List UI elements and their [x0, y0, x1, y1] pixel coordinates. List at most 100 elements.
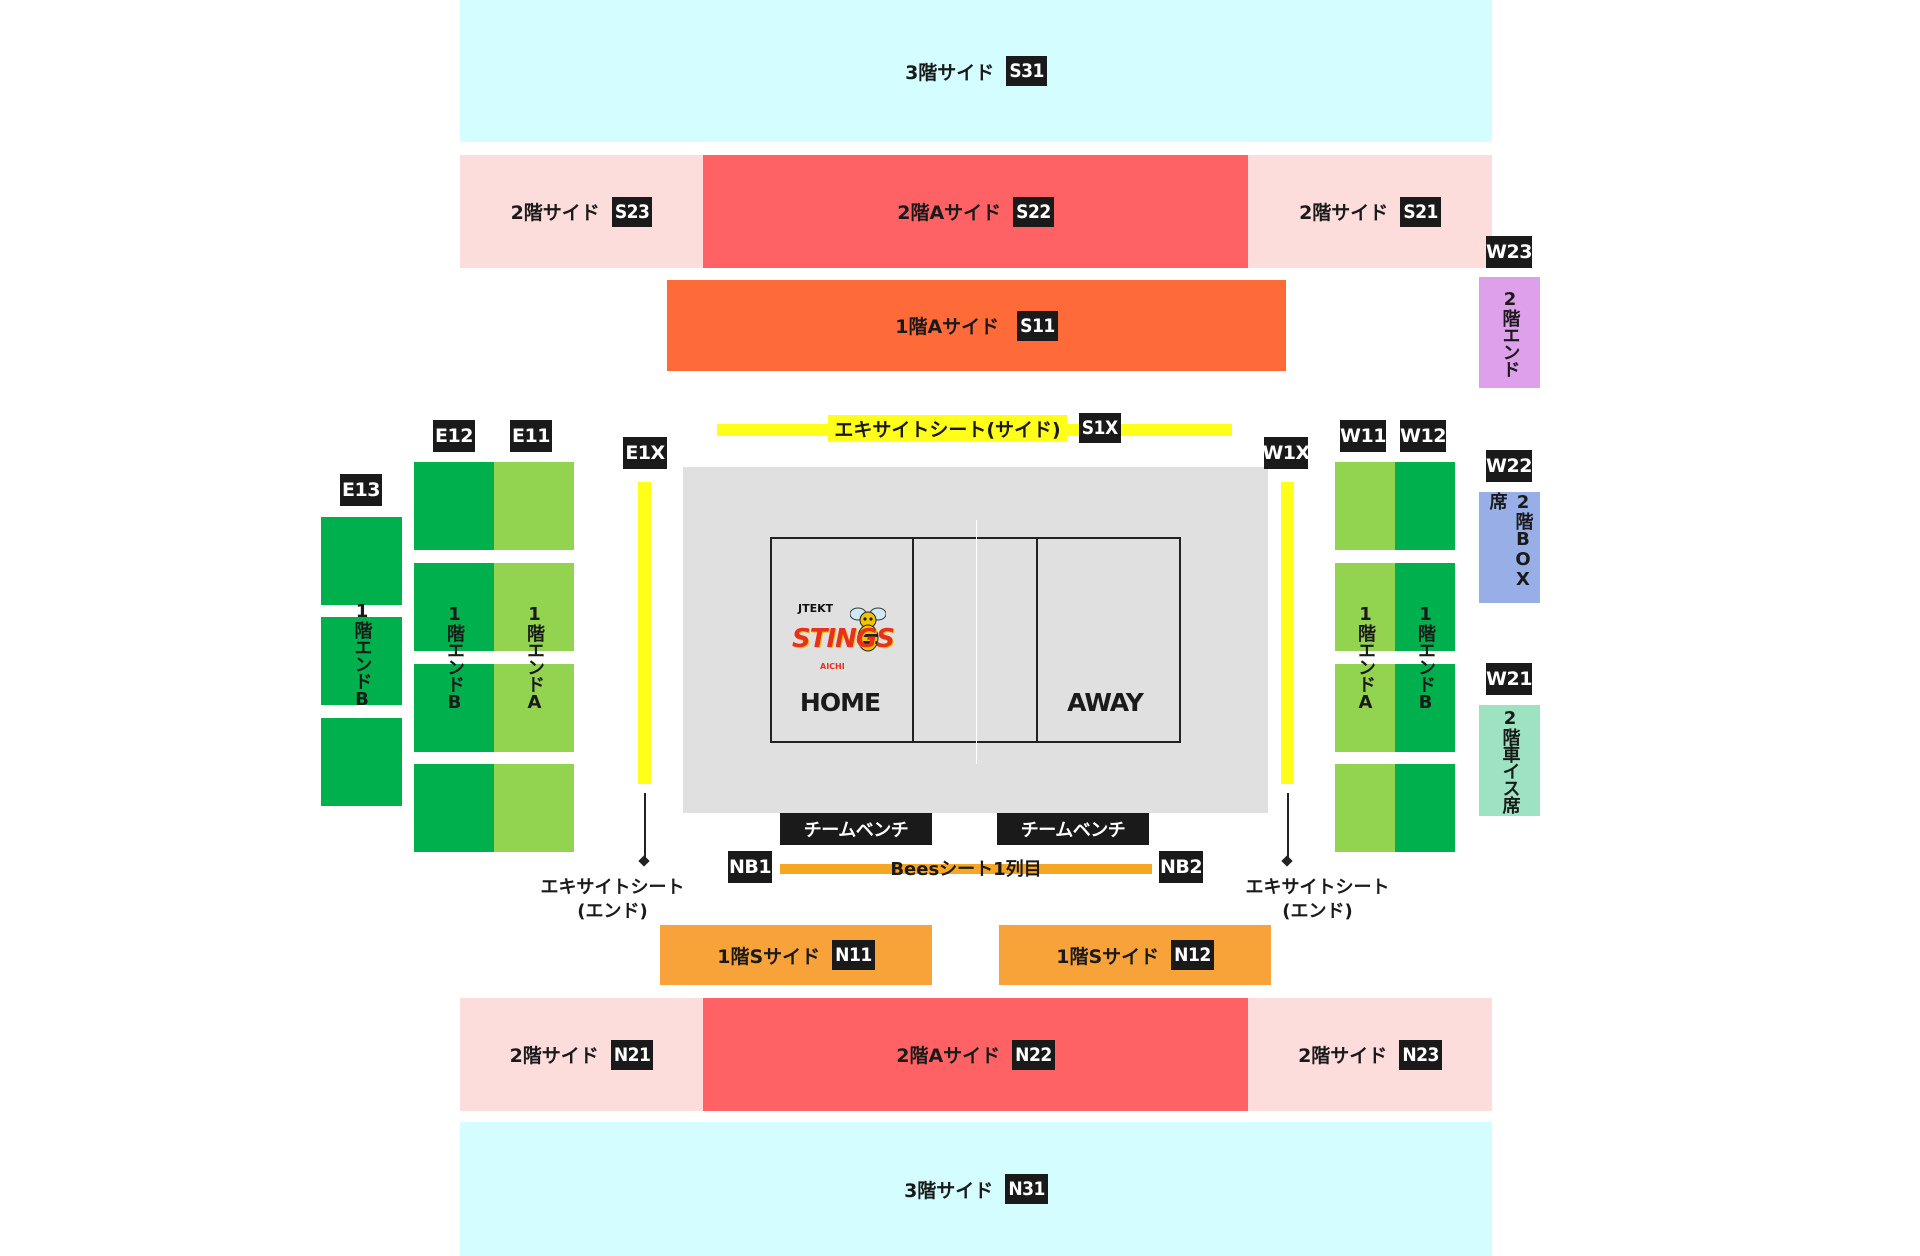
bees-seat-label: Beesシート1列目 [890, 859, 1042, 880]
label-s22: 2階Aサイド S22 [703, 155, 1248, 268]
section-s22[interactable] [703, 155, 1248, 268]
section-e13-block-3[interactable] [321, 718, 402, 806]
logo-sub: AICHI [820, 662, 845, 671]
section-code-badge: N23 [1399, 1039, 1442, 1070]
section-e11-block-4[interactable] [494, 764, 574, 852]
label-n11: 1階Sサイド N11 [660, 925, 932, 985]
section-name: 2階Aサイド [897, 202, 1002, 224]
section-s21[interactable] [1248, 155, 1492, 268]
section-e12-block-2[interactable] [414, 563, 494, 651]
section-w22[interactable] [1479, 492, 1540, 603]
section-name: 1階Aサイド [895, 316, 1000, 338]
section-name: エキサイトシート(サイド) [828, 414, 1067, 442]
pointer-dot-east [638, 855, 650, 867]
excite-end-line-east[interactable] [638, 482, 651, 784]
section-w11-block-4[interactable] [1335, 764, 1395, 852]
excite-end-label-east-line1: エキサイトシート [540, 877, 685, 898]
bees-seat-line[interactable] [780, 864, 1152, 874]
label-e11: 1階エンドA [524, 603, 545, 712]
section-name: 1階Sサイド [717, 945, 821, 968]
court-lines [770, 537, 1181, 743]
team-bench-right: チームベンチ [997, 813, 1149, 845]
section-name: 2階Aサイド [896, 1045, 1001, 1067]
section-code-badge: N12 [1171, 940, 1214, 970]
section-w12-block-3[interactable] [1395, 664, 1455, 752]
section-n21[interactable] [460, 998, 703, 1111]
label-s23: 2階サイド S23 [460, 155, 703, 268]
section-code-badge: S1X [1078, 413, 1121, 443]
section-e11-block-3[interactable] [494, 664, 574, 752]
label-s21: 2階サイド S21 [1248, 155, 1492, 268]
section-code-badge: N11 [832, 940, 875, 970]
label-n22: 2階Aサイド N22 [703, 998, 1248, 1111]
section-n11[interactable] [660, 925, 932, 985]
section-name: 1階Sサイド [1056, 945, 1160, 968]
section-e11-block-2[interactable] [494, 563, 574, 651]
section-w12-block-2[interactable] [1395, 563, 1455, 651]
excite-end-label-west-line2: (エンド) [1282, 901, 1353, 922]
code-w11: W11 [1340, 420, 1386, 452]
bee-icon [849, 604, 887, 654]
code-nb1: NB1 [728, 851, 772, 883]
home-label: HOME [799, 688, 881, 717]
section-n22[interactable] [703, 998, 1248, 1111]
code-w12: W12 [1400, 420, 1446, 452]
section-e11-block-1[interactable] [494, 462, 574, 550]
section-name: 2階サイド [510, 202, 600, 224]
section-w12-block-4[interactable] [1395, 764, 1455, 852]
section-s11[interactable] [667, 280, 1286, 371]
logo-brand: JTEKT [798, 602, 834, 615]
label-w22: 2階BOX席 [1486, 492, 1534, 589]
section-e12-block-1[interactable] [414, 462, 494, 550]
section-n31[interactable] [460, 1122, 1492, 1256]
code-e12: E12 [433, 420, 475, 452]
stings-logo: JTEKT STINGS AICHI [792, 602, 895, 680]
pointer-dot-west [1281, 855, 1293, 867]
section-s31[interactable] [460, 0, 1492, 142]
section-e12-block-4[interactable] [414, 764, 494, 852]
section-e13-block-2[interactable] [321, 617, 402, 705]
section-n23[interactable] [1248, 998, 1492, 1111]
label-s31: 3階サイド S31 [460, 0, 1492, 142]
section-code-badge: S31 [1006, 56, 1047, 86]
section-e12-block-3[interactable] [414, 664, 494, 752]
section-s23[interactable] [460, 155, 703, 268]
label-e12: 1階エンドB [444, 603, 465, 712]
label-n23: 2階サイド N23 [1248, 998, 1492, 1111]
section-code-badge: S11 [1017, 310, 1058, 341]
code-e11: E11 [510, 420, 552, 452]
label-w12: 1階エンドB [1415, 603, 1436, 712]
excite-end-label-east-line2: (エンド) [577, 901, 648, 922]
section-code-badge: S22 [1013, 196, 1054, 227]
code-e13: E13 [340, 474, 382, 506]
section-code-badge: S21 [1400, 196, 1441, 227]
excite-end-line-west[interactable] [1281, 482, 1294, 784]
attack-line-right [1036, 537, 1038, 743]
logo-team-name: STINGS [792, 624, 895, 654]
section-w11-block-3[interactable] [1335, 664, 1395, 752]
section-n12[interactable] [999, 925, 1271, 985]
section-code-badge: N21 [610, 1039, 654, 1070]
section-e13-block-1[interactable] [321, 517, 402, 605]
away-label: AWAY [1067, 688, 1144, 717]
section-w12-block-1[interactable] [1395, 462, 1455, 550]
section-name: 2階サイド [1299, 202, 1389, 224]
code-w21: W21 [1486, 663, 1532, 695]
code-w22: W22 [1486, 450, 1532, 482]
section-w11-block-2[interactable] [1335, 563, 1395, 651]
label-w11: 1階エンドA [1355, 603, 1376, 712]
label-n31: 3階サイド N31 [460, 1122, 1492, 1256]
code-e1x: E1X [623, 437, 667, 469]
section-name: 2階サイド [1298, 1045, 1388, 1067]
code-w1x: W1X [1262, 437, 1310, 469]
code-w23: W23 [1486, 236, 1532, 268]
section-w21[interactable] [1479, 705, 1540, 816]
section-name: 2階サイド [509, 1045, 599, 1067]
section-w23[interactable] [1479, 277, 1540, 388]
pointer-line-west [1287, 793, 1289, 861]
label-n12: 1階Sサイド N12 [999, 925, 1271, 985]
team-bench-left: チームベンチ [780, 813, 932, 845]
label-n21: 2階サイド N21 [460, 998, 703, 1111]
section-w11-block-1[interactable] [1335, 462, 1395, 550]
excite-end-label-west-line1: エキサイトシート [1245, 877, 1390, 898]
